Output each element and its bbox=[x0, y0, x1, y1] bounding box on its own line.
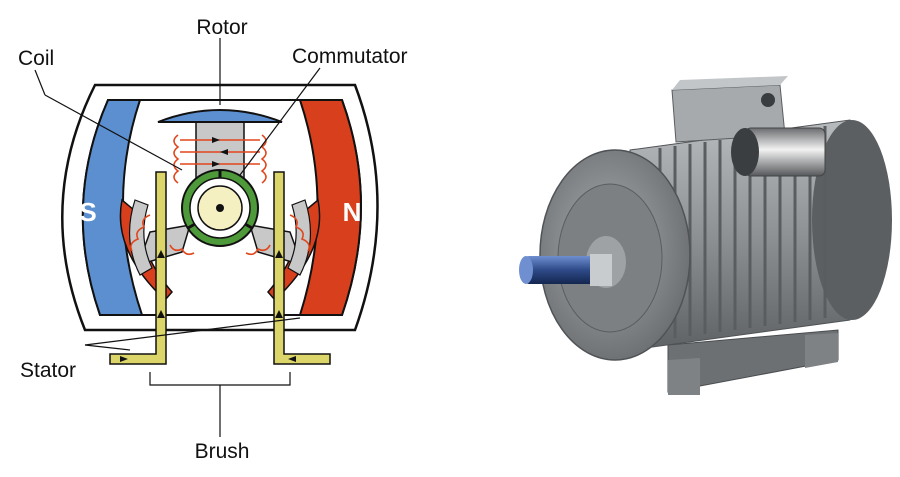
dc-motor-diagram: S N bbox=[18, 16, 408, 463]
brush-right bbox=[273, 171, 331, 365]
leader-lines bbox=[34, 38, 321, 437]
commutator-label: Commutator bbox=[292, 45, 408, 68]
motor-base-feet bbox=[667, 329, 839, 395]
brush-left bbox=[109, 171, 167, 365]
coil-label: Coil bbox=[18, 47, 54, 70]
motor-end-bell bbox=[539, 149, 691, 361]
cable-gland bbox=[731, 127, 826, 177]
brush-label: Brush bbox=[195, 440, 250, 463]
motor-output-shaft bbox=[519, 254, 612, 286]
north-pole: N bbox=[298, 99, 362, 316]
north-pole-label: N bbox=[343, 197, 362, 227]
south-pole: S bbox=[79, 99, 144, 316]
electric-motor-photo bbox=[519, 76, 892, 395]
rotor-cap bbox=[157, 109, 283, 123]
rotor-label: Rotor bbox=[196, 16, 247, 39]
motor-body bbox=[629, 119, 892, 351]
south-pole-label: S bbox=[79, 197, 96, 227]
coil-direction-arrows bbox=[212, 137, 228, 167]
commutator bbox=[181, 169, 259, 247]
stator-label: Stator bbox=[20, 359, 76, 382]
